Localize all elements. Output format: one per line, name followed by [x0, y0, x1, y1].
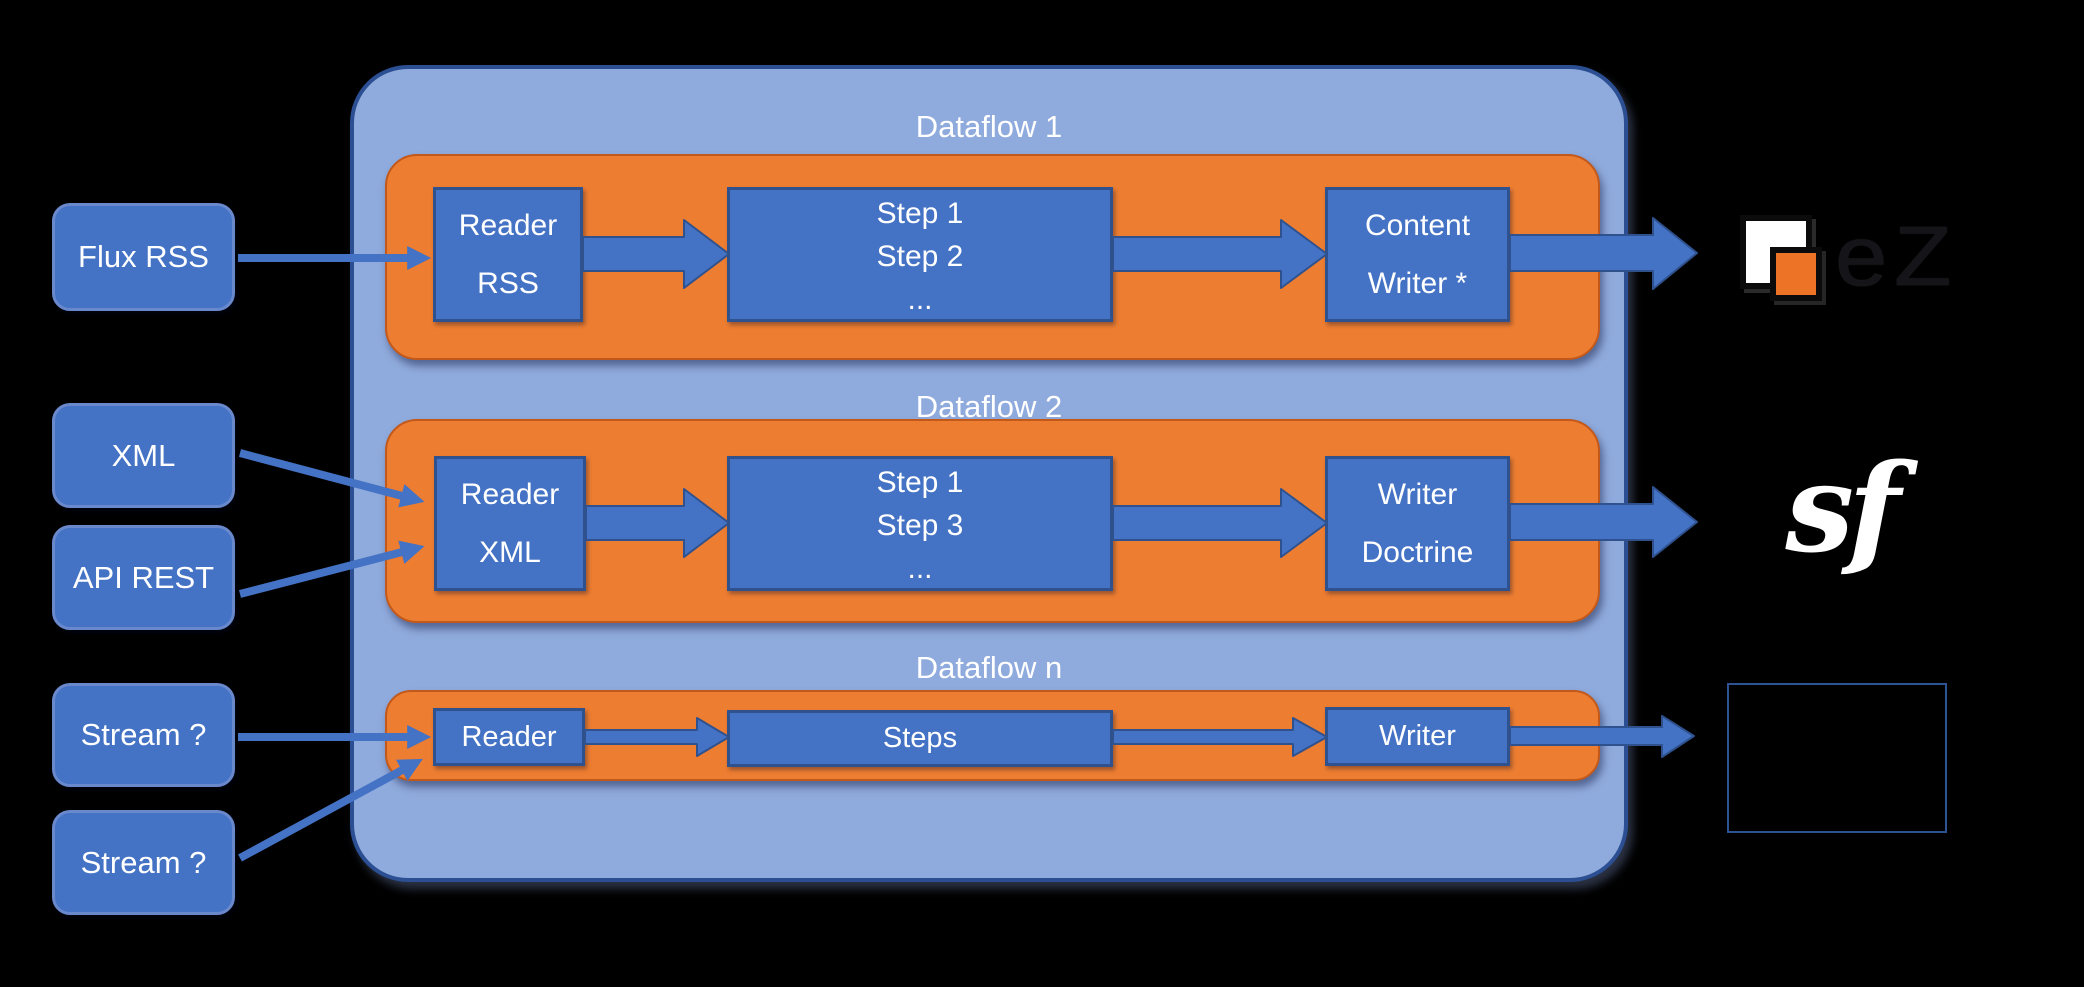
- node-writer-doctrine-line2: Doctrine: [1361, 535, 1474, 569]
- node-steps-1: Step 1 Step 2 ...: [727, 187, 1113, 322]
- source-stream-1: Stream ?: [52, 683, 235, 787]
- node-content-writer-line2: Writer *: [1367, 266, 1468, 300]
- node-steps-2-line2: Step 3: [876, 509, 964, 542]
- node-steps-1-line1: Step 1: [876, 197, 964, 230]
- output-placeholder-box: [1727, 683, 1947, 833]
- source-api-rest-label: API REST: [72, 559, 215, 595]
- node-reader-rss-line1: Reader: [458, 208, 558, 242]
- node-reader-rss-line2: RSS: [477, 266, 539, 300]
- source-stream-1-label: Stream ?: [80, 717, 207, 752]
- source-stream-2: Stream ?: [52, 810, 235, 915]
- source-flux-rss: Flux RSS: [52, 203, 235, 311]
- dataflow-n-title: Dataflow n: [915, 650, 1063, 685]
- source-xml-label: XML: [111, 437, 176, 473]
- node-content-writer-line1: Content: [1364, 208, 1471, 242]
- node-writer-doctrine-line1: Writer: [1377, 477, 1458, 511]
- source-flux-rss-label: Flux RSS: [78, 239, 209, 274]
- node-reader-xml-line1: Reader: [460, 477, 560, 511]
- node-reader-xml: Reader XML: [434, 456, 586, 591]
- dataflow-2-title: Dataflow 2: [915, 389, 1063, 424]
- ez-logo-orange-square: [1770, 247, 1822, 301]
- symfony-logo: sf: [1785, 436, 1900, 580]
- node-reader-rss: Reader RSS: [433, 187, 583, 322]
- dataflow-1-title: Dataflow 1: [915, 109, 1063, 144]
- source-api-rest: API REST: [52, 525, 235, 630]
- node-writer-n: Writer: [1325, 707, 1510, 766]
- node-reader-xml-line2: XML: [479, 535, 541, 569]
- node-writer-n-label: Writer: [1379, 720, 1456, 752]
- node-steps-n-label: Steps: [882, 722, 958, 754]
- node-steps-2-line1: Step 1: [876, 466, 964, 499]
- node-steps-1-line2: Step 2: [876, 240, 964, 273]
- node-steps-1-line3: ...: [907, 283, 933, 316]
- node-writer-doctrine: Writer Doctrine: [1325, 456, 1510, 591]
- node-steps-2-line3: ...: [907, 552, 933, 585]
- node-reader-n: Reader: [433, 708, 585, 766]
- node-reader-n-label: Reader: [461, 720, 557, 753]
- source-stream-2-label: Stream ?: [80, 844, 207, 880]
- node-steps-n: Steps: [727, 710, 1113, 767]
- node-content-writer: Content Writer *: [1325, 187, 1510, 322]
- ez-logo-text: eZ: [1835, 209, 1959, 303]
- source-xml: XML: [52, 403, 235, 508]
- node-steps-2: Step 1 Step 3 ...: [727, 456, 1113, 591]
